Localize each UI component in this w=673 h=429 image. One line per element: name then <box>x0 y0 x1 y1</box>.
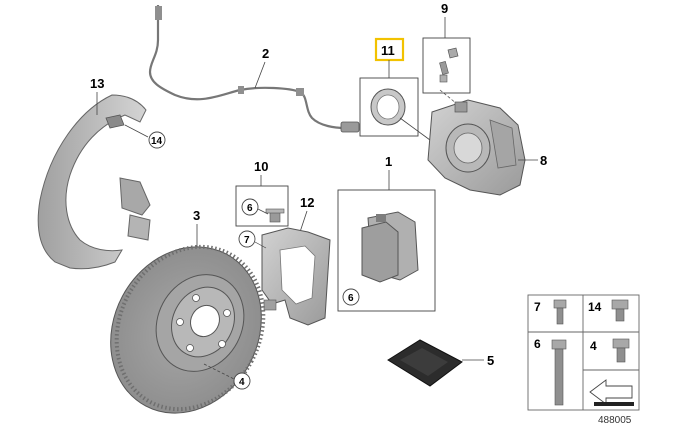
box-1 <box>337 189 436 312</box>
circled-6-pads: 6 <box>348 293 354 304</box>
circle-14-shield <box>148 131 166 149</box>
callout-5: 5 <box>487 353 494 368</box>
grease-packet-part <box>387 339 463 387</box>
brake-pads-part <box>361 211 419 283</box>
callout-8: 8 <box>540 153 547 168</box>
leader-2 <box>254 61 266 89</box>
caliper-carrier-part <box>261 227 331 326</box>
callout-9: 9 <box>441 1 448 16</box>
key-7: 7 <box>534 300 541 314</box>
bleeder-valve-part <box>439 47 459 83</box>
circled-7-carrier: 7 <box>244 235 250 246</box>
callout-13: 13 <box>90 76 104 91</box>
callout-12: 12 <box>300 195 314 210</box>
callout-10: 10 <box>254 159 268 174</box>
brake-disc-part <box>110 244 266 414</box>
leader-11-to-caliper <box>399 117 431 141</box>
circle-6-group10 <box>241 198 259 216</box>
parts-key-grid <box>527 294 640 411</box>
key-6-bolt <box>551 339 567 406</box>
circle-4-disc <box>233 372 251 390</box>
key-4-bolt <box>612 338 630 363</box>
circled-6-group10: 6 <box>247 203 253 214</box>
leader-14-shield <box>124 124 149 138</box>
callout-3: 3 <box>193 208 200 223</box>
circled-4-disc: 4 <box>239 377 245 388</box>
wear-sensor-part <box>148 5 360 133</box>
box-10 <box>235 185 289 227</box>
box-11 <box>359 77 419 137</box>
group10-bolt-part <box>265 208 285 223</box>
box-9 <box>422 37 471 94</box>
key-4: 4 <box>590 339 597 353</box>
key-6: 6 <box>534 337 541 351</box>
diagram-reference-number: 488005 <box>598 415 632 426</box>
callout-2: 2 <box>262 46 269 61</box>
leader-4-disc <box>203 363 235 380</box>
callout-1: 1 <box>385 154 392 169</box>
callout-11: 11 <box>381 43 395 58</box>
highlight-11 <box>374 37 405 62</box>
direction-arrow-icon <box>589 379 634 406</box>
circle-7-carrier <box>238 230 256 248</box>
seal-ring-part <box>370 88 406 126</box>
dust-shield-part <box>37 94 151 270</box>
key-14-bolt <box>611 299 629 322</box>
leader-7-carrier <box>254 241 267 249</box>
leader-6-group10 <box>257 208 269 215</box>
key-7-bolt <box>553 299 567 325</box>
caliper-part <box>427 99 526 196</box>
circled-14-shield: 14 <box>151 136 163 147</box>
key-14: 14 <box>588 300 602 314</box>
circle-6-pads <box>342 288 360 306</box>
leader-12 <box>299 210 308 233</box>
